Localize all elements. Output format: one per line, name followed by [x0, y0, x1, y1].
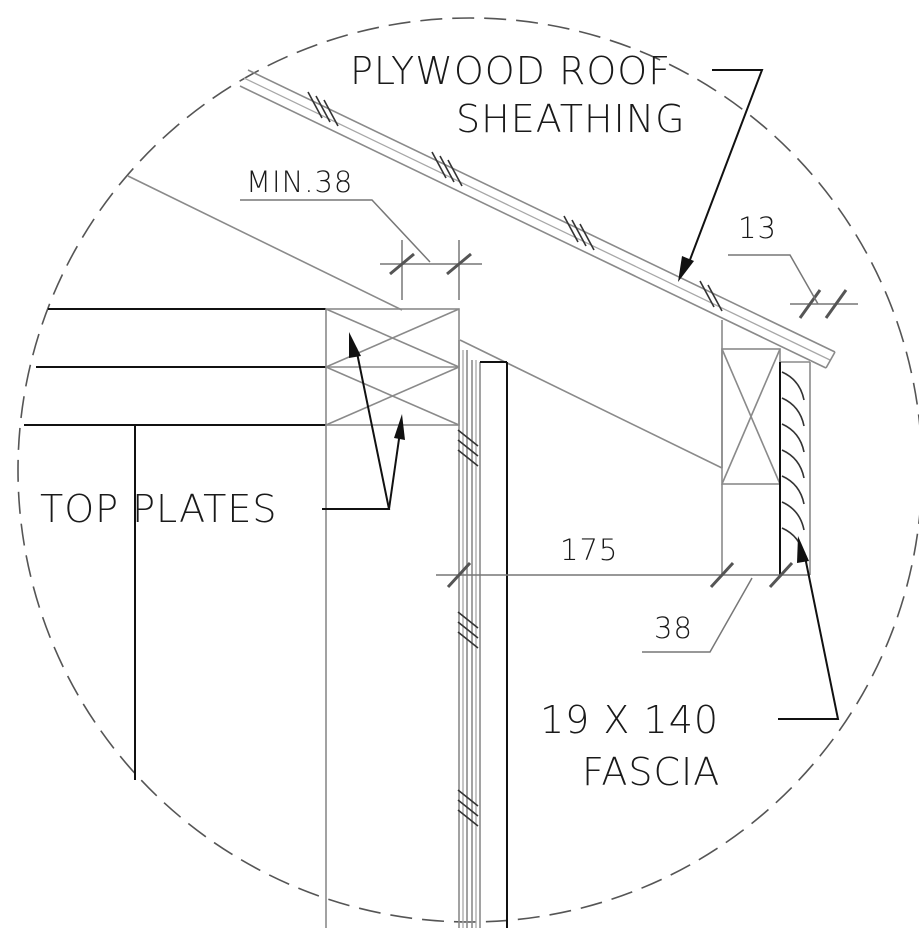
leader-sheathing [678, 69, 764, 282]
dimension-175-38 [436, 561, 810, 653]
leader-fascia [778, 536, 840, 720]
sheathing-hatch-marks [307, 91, 723, 312]
detail-boundary-circle [17, 17, 919, 923]
label-min38: MIN.38 [246, 165, 353, 199]
roof-sheathing [239, 69, 836, 369]
top-plates [325, 308, 460, 426]
label-13: 13 [738, 211, 777, 245]
fascia-board [779, 361, 811, 575]
sub-fascia-block [721, 348, 781, 575]
wall-sheathing [458, 340, 508, 928]
label-plywood-roof: PLYWOOD ROOF [350, 49, 671, 93]
leader-top-plates [322, 332, 405, 510]
wall-hatch-marks [457, 429, 479, 827]
label-sheathing: SHEATHING [456, 97, 686, 141]
dimension-min38 [240, 199, 482, 300]
label-top-plates: TOP PLATES [40, 487, 277, 531]
label-fascia: FASCIA [582, 750, 720, 794]
label-175: 175 [560, 533, 618, 567]
label-38: 38 [654, 611, 693, 645]
label-fascia-size: 19 X 140 [540, 698, 719, 742]
ceiling-framing [24, 308, 326, 780]
dimension-13 [728, 254, 858, 319]
